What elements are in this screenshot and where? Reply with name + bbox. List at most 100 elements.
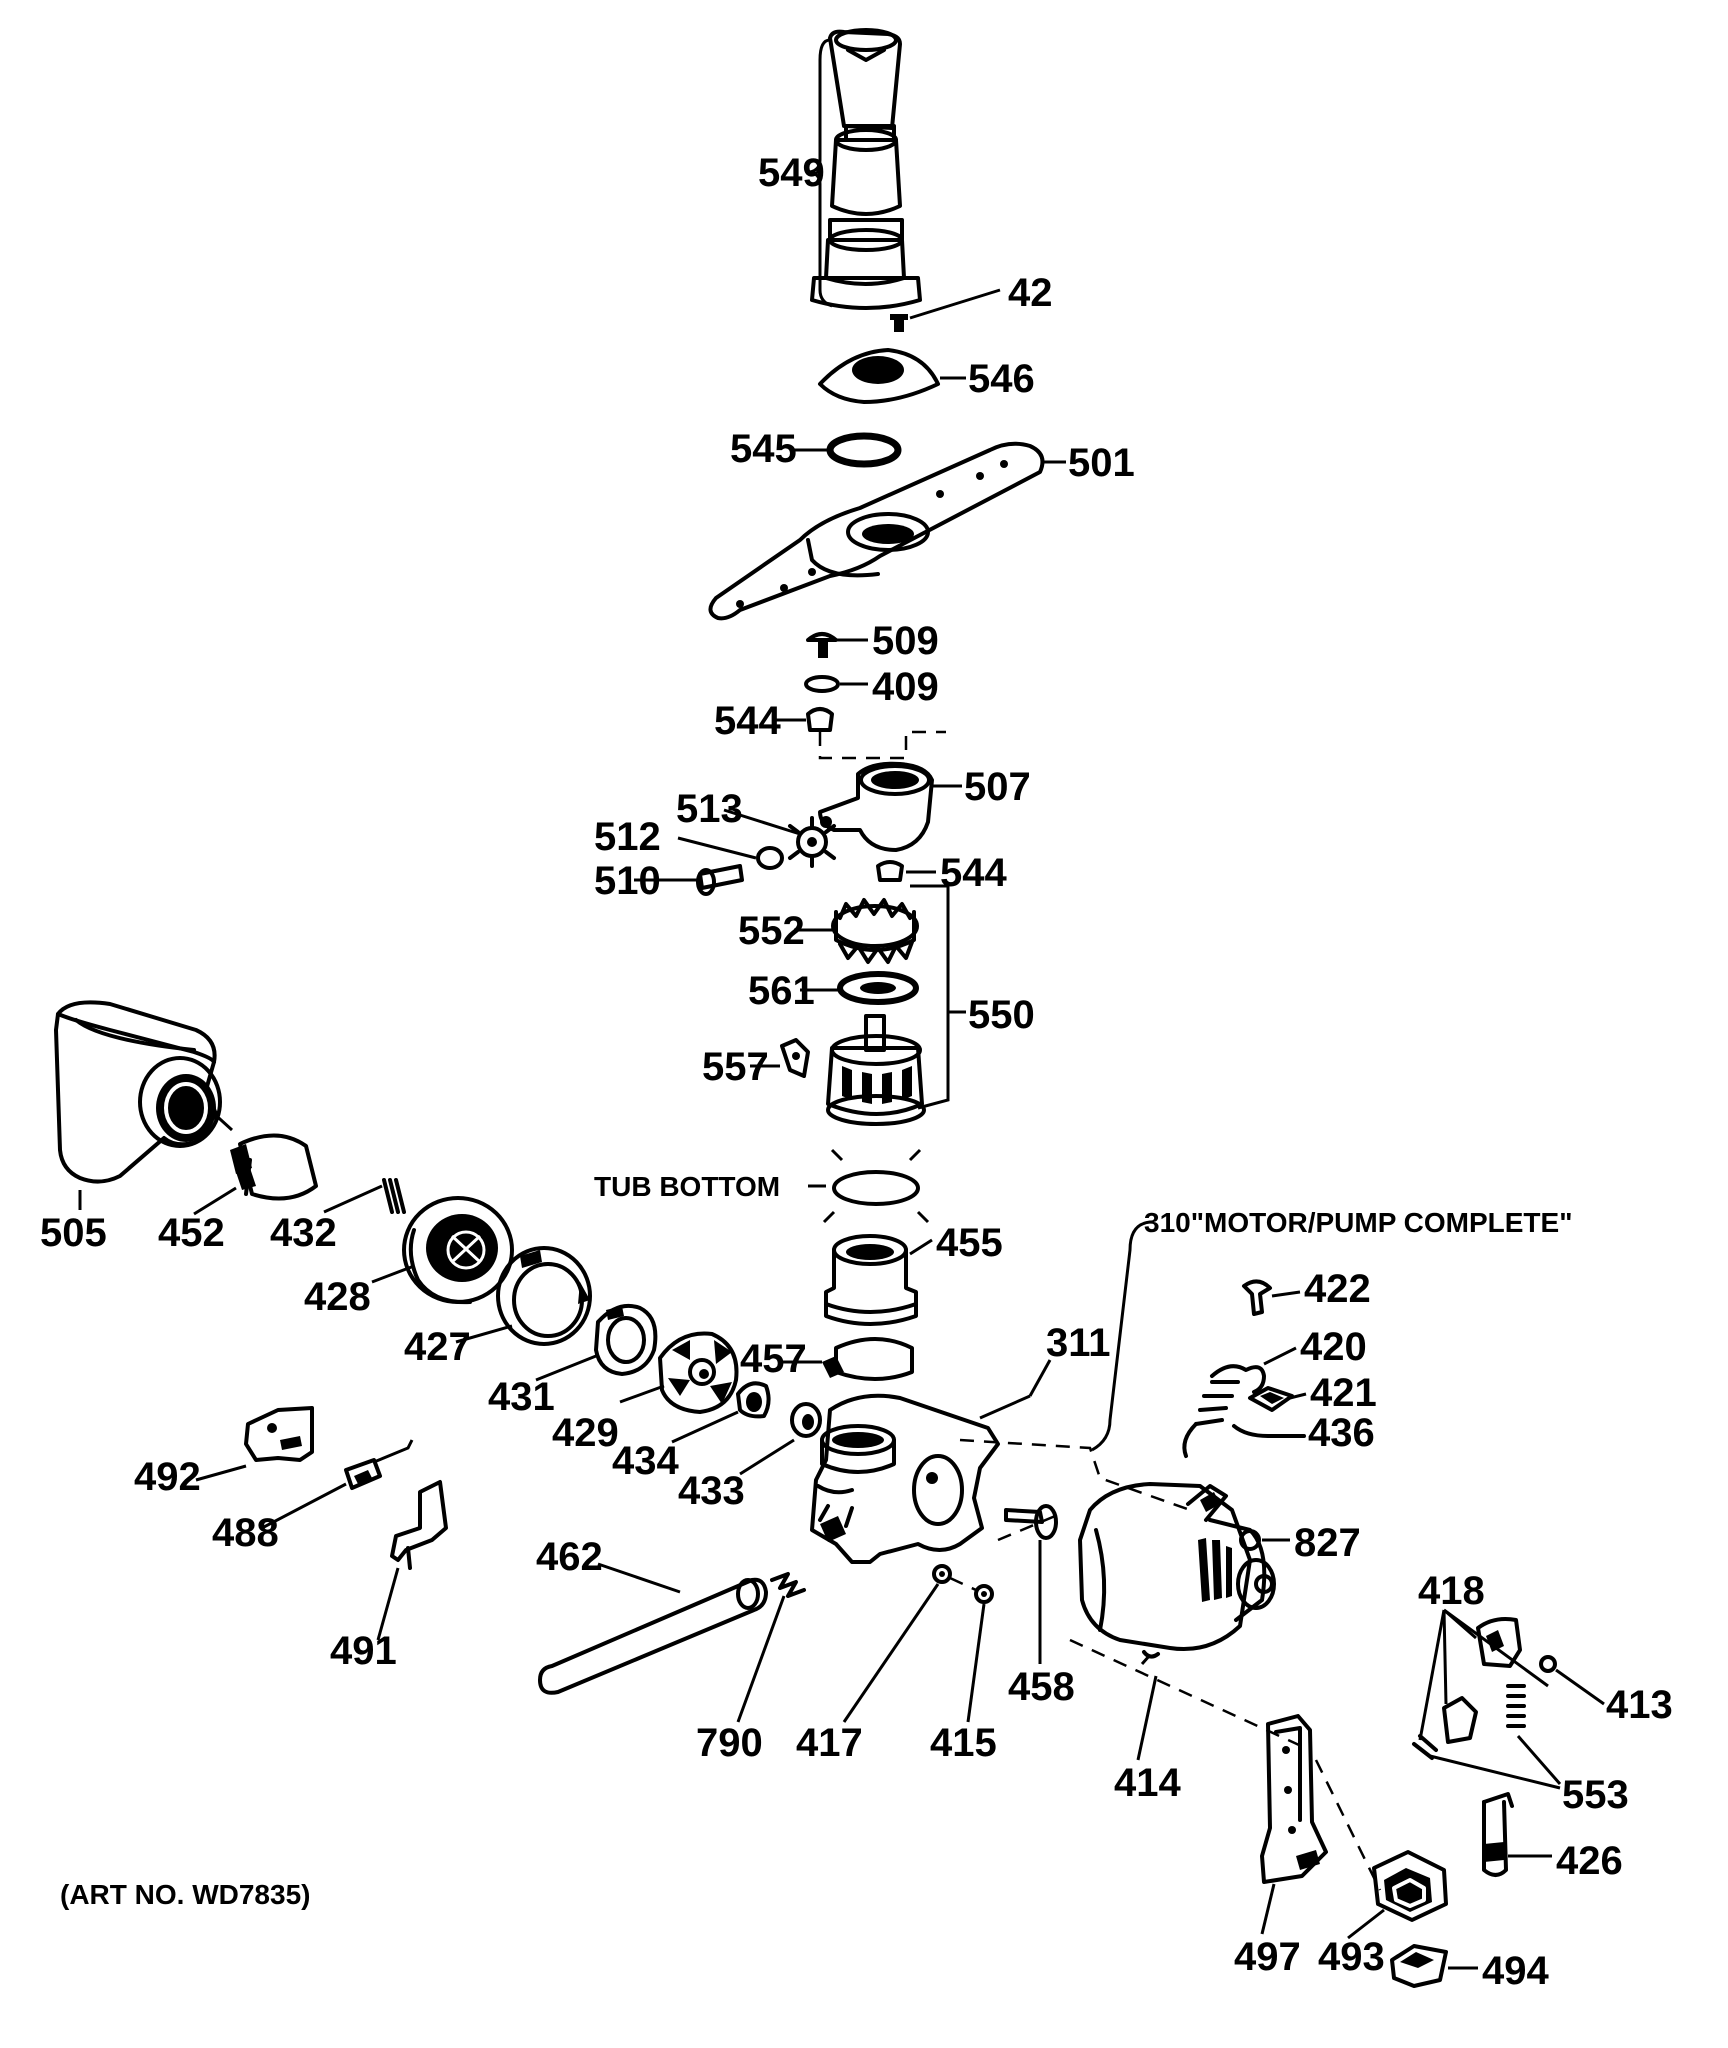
label-tub-bottom: TUB BOTTOM: [594, 1171, 780, 1202]
label-42: 42: [1008, 271, 1053, 315]
part-501-spray-arm: [708, 441, 1066, 621]
part-550-bracket: [910, 884, 950, 1110]
label-motor-pump-complete: 310"MOTOR/PUMP COMPLETE": [1144, 1207, 1572, 1238]
label-428: 428: [304, 1275, 371, 1319]
label-417: 417: [796, 1721, 863, 1765]
part-549-spray-tower: [809, 28, 922, 310]
part-420-spring: [1182, 1346, 1297, 1458]
label-458: 458: [1008, 1665, 1075, 1709]
part-492-bracket: [195, 1406, 314, 1482]
label-409: 409: [872, 665, 939, 709]
label-488: 488: [212, 1511, 279, 1555]
label-427: 427: [404, 1325, 471, 1369]
part-311-pump-body: [810, 1359, 1052, 1564]
label-452: 452: [158, 1211, 225, 1255]
label-544-upper: 544: [714, 699, 781, 743]
label-544-lower: 544: [940, 851, 1007, 895]
label-413: 413: [1606, 1683, 1673, 1727]
label-422: 422: [1304, 1267, 1371, 1311]
label-512: 512: [594, 815, 661, 859]
label-414: 414: [1114, 1761, 1181, 1805]
part-553-springs: [1429, 1684, 1562, 1790]
label-510: 510: [594, 859, 661, 903]
part-545-ring: [794, 432, 902, 468]
part-42-screw: [890, 288, 1001, 332]
part-429-impeller: [619, 1331, 739, 1414]
label-546: 546: [968, 357, 1035, 401]
label-491: 491: [330, 1629, 397, 1673]
part-418-group: [1412, 1608, 1549, 1760]
label-553: 553: [1562, 1773, 1629, 1817]
part-544-grommet-upper: [776, 707, 946, 760]
label-457: 457: [740, 1337, 807, 1381]
part-544-grommet-lower: [876, 860, 936, 882]
label-790: 790: [696, 1721, 763, 1765]
label-431: 431: [488, 1375, 555, 1419]
part-507-manifold: [818, 761, 962, 852]
label-552: 552: [738, 909, 805, 953]
part-827-screw: [1239, 1529, 1290, 1551]
label-418: 418: [1418, 1569, 1485, 1613]
part-452-clamp: [193, 1108, 318, 1216]
part-458-bolt: [1004, 1504, 1058, 1664]
part-436-clip: [1232, 1424, 1306, 1438]
part-labels: 549 42 546 545 501 509 409 544 507 513 5…: [40, 151, 1673, 1993]
label-501: 501: [1068, 441, 1135, 485]
label-550: 550: [968, 993, 1035, 1037]
part-552-ratchet: [794, 898, 919, 964]
part-509-bolt: [806, 632, 868, 658]
part-561-washer: [800, 971, 919, 1005]
label-433: 433: [678, 1469, 745, 1513]
label-509: 509: [872, 619, 939, 663]
label-513: 513: [676, 787, 743, 831]
label-494: 494: [1482, 1949, 1549, 1993]
label-434: 434: [612, 1439, 679, 1483]
part-455-housing: [824, 1234, 933, 1326]
label-497: 497: [1234, 1935, 1301, 1979]
label-436: 436: [1308, 1411, 1375, 1455]
part-494-block: [1390, 1944, 1478, 1988]
label-421: 421: [1310, 1371, 1377, 1415]
part-427-ring: [455, 1246, 592, 1346]
part-421-bracket: [1248, 1386, 1307, 1412]
label-545: 545: [730, 427, 797, 471]
part-415-nut: [949, 1576, 994, 1723]
label-505: 505: [40, 1211, 107, 1255]
part-428-wheel: [371, 1196, 514, 1305]
label-557: 557: [702, 1045, 769, 1089]
part-513-gear: [723, 808, 836, 868]
part-426-pin: [1482, 1792, 1552, 1877]
part-557-clip: [750, 1038, 810, 1078]
label-415: 415: [930, 1721, 997, 1765]
part-310-motor: [1078, 1482, 1276, 1761]
label-429: 429: [552, 1411, 619, 1455]
part-432-spring: [323, 1178, 406, 1214]
part-497-bracket-plate: [1260, 1714, 1328, 1935]
label-art-number: (ART NO. WD7835): [60, 1879, 310, 1910]
label-426: 426: [1556, 1839, 1623, 1883]
label-493: 493: [1318, 1935, 1385, 1979]
part-417-nut: [842, 1564, 952, 1723]
part-550-drive: [826, 1014, 926, 1126]
part-493-housing: [1347, 1850, 1448, 1940]
label-492: 492: [134, 1455, 201, 1499]
part-790-spring: [736, 1572, 806, 1723]
assembly-lines: [959, 1438, 1382, 1891]
part-422-screw: [1242, 1279, 1301, 1316]
part-413-screw: [1539, 1655, 1605, 1706]
part-546-cap: [818, 348, 966, 404]
part-434-seal: [671, 1381, 771, 1444]
tub-bottom-gasket: [808, 1148, 930, 1224]
label-549: 549: [758, 151, 825, 195]
label-420: 420: [1300, 1325, 1367, 1369]
label-827: 827: [1294, 1521, 1361, 1565]
part-462-tube: [538, 1562, 768, 1695]
part-409-washer: [804, 675, 868, 693]
part-433-seal: [739, 1402, 822, 1476]
part-488-switch: [261, 1439, 414, 1530]
label-561: 561: [748, 969, 815, 1013]
part-431-cover: [535, 1303, 658, 1382]
label-455: 455: [936, 1221, 1003, 1265]
part-491-clip: [376, 1480, 448, 1641]
